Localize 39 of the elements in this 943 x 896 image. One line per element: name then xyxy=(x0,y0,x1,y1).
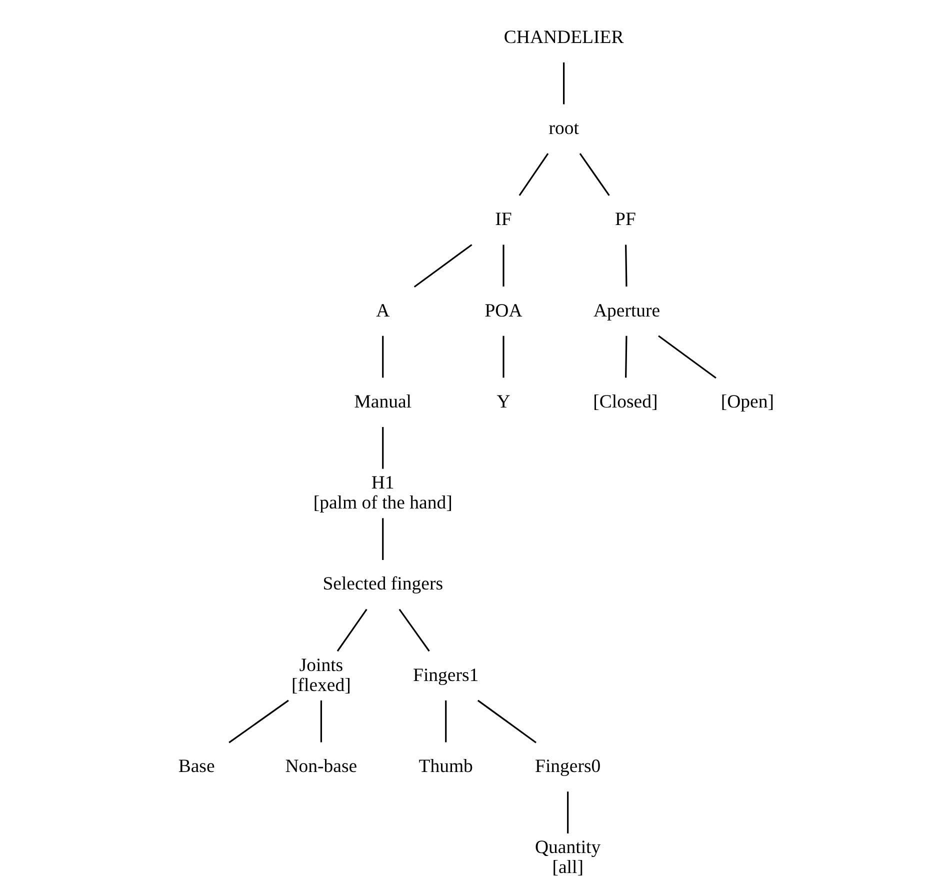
node-text: Manual xyxy=(354,391,412,412)
connector xyxy=(518,153,548,196)
node-text: Fingers1 xyxy=(412,664,478,686)
node-text: Base xyxy=(178,756,214,777)
node-text: CHANDELIER xyxy=(503,26,624,48)
connector xyxy=(398,608,430,652)
node-text: Fingers0 xyxy=(534,756,600,777)
connector xyxy=(382,427,384,469)
connector xyxy=(336,608,367,652)
node-text: Selected fingers xyxy=(322,574,442,595)
connector xyxy=(658,335,716,379)
connector xyxy=(476,700,536,744)
connector xyxy=(320,700,322,742)
connector xyxy=(624,244,627,287)
connector xyxy=(444,700,446,742)
node-text: Y xyxy=(496,391,510,412)
node-text: Non-base xyxy=(284,756,357,777)
node-text: Aperture xyxy=(592,300,660,322)
node-text: root xyxy=(548,118,578,139)
connector xyxy=(382,518,384,560)
node-text: POA xyxy=(484,300,522,322)
connector xyxy=(578,153,610,196)
node-text: PF xyxy=(614,209,636,230)
node-text: Quantity [all] xyxy=(534,837,600,878)
connector xyxy=(624,336,627,378)
connector xyxy=(566,792,568,834)
node-text: [Open] xyxy=(720,391,774,412)
connector xyxy=(413,244,472,288)
connector xyxy=(382,336,384,378)
node-text: A xyxy=(376,300,390,322)
connector xyxy=(502,244,504,287)
connector xyxy=(562,62,564,104)
node-text: [Closed] xyxy=(592,391,658,412)
node-text: IF xyxy=(494,209,512,230)
connector xyxy=(502,336,504,378)
connector xyxy=(228,700,288,744)
node-text: H1 [palm of the hand] xyxy=(312,472,452,514)
node-text: Joints [flexed] xyxy=(291,654,350,696)
node-text: Thumb xyxy=(418,756,472,777)
